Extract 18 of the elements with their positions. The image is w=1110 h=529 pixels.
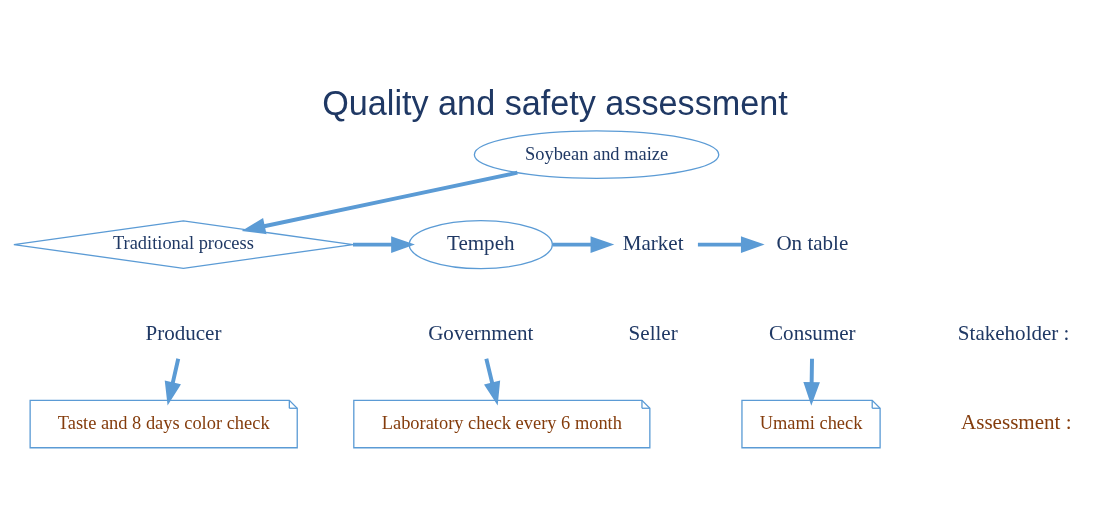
node-text: Producer: [145, 320, 222, 345]
diagram-title: Quality and safety assessment: [322, 83, 788, 122]
arrow: [353, 235, 415, 253]
node-text: Consumer: [769, 320, 856, 345]
node-text: On table: [776, 230, 849, 255]
arrow: [484, 357, 501, 406]
node-text: Government: [428, 320, 534, 345]
label: Assessment :: [961, 409, 1072, 434]
arrow: [241, 170, 518, 234]
arrow: [164, 357, 181, 406]
label: Stakeholder :: [957, 320, 1070, 345]
arrow: [552, 235, 615, 253]
node-text: Seller: [628, 320, 678, 345]
node-ellipse: Tempeh: [408, 219, 553, 269]
node-text: Market: [622, 230, 684, 255]
node-ellipse: Soybean and maize: [473, 129, 720, 179]
arrow: [803, 358, 820, 406]
arrow: [697, 235, 765, 253]
